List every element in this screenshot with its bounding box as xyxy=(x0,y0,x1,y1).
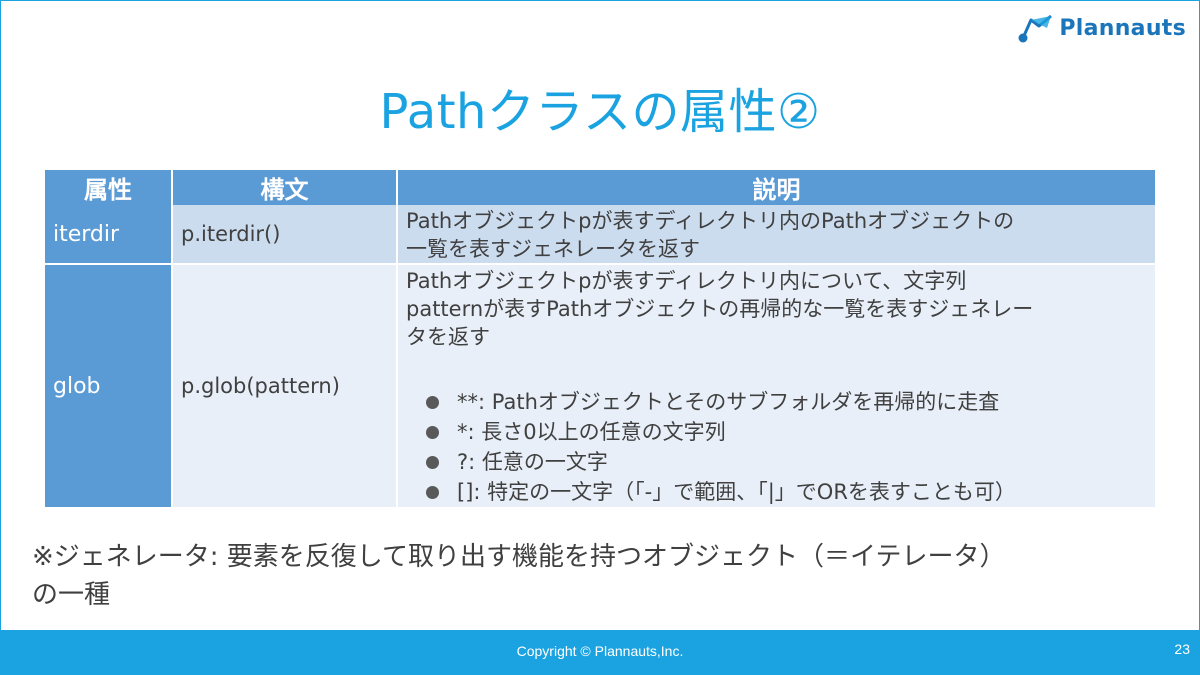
description-line: Pathオブジェクトpが表すディレクトリ内のPathオブジェクトの xyxy=(406,209,1015,233)
description-line: 一覧を表すジェネレータを返す xyxy=(406,237,700,261)
generator-note: ※ジェネレータ: 要素を反復して取り出す機能を持つオブジェクト（＝イテレータ） … xyxy=(32,538,1162,614)
bullet-text: *: 長さ0以上の任意の文字列 xyxy=(457,420,726,444)
attribute-name: iterdir xyxy=(45,205,173,265)
bullet-icon xyxy=(426,485,439,499)
slide-title: Pathクラスの属性② xyxy=(379,84,821,140)
footer-bar: Copyright © Plannauts,Inc. 23 xyxy=(0,630,1200,675)
description-cell: Pathオブジェクトpが表すディレクトリ内について、文字列 patternが表す… xyxy=(397,264,1155,509)
note-line: の一種 xyxy=(32,580,111,610)
table-row: glob p.glob(pattern) Pathオブジェクトpが表すディレクト… xyxy=(45,264,1155,509)
brand-logo: Plannauts xyxy=(1017,12,1186,44)
bullet-icon xyxy=(426,455,439,469)
header-syntax: 構文 xyxy=(172,170,398,205)
description-line: patternが表すPathオブジェクトの再帰的な一覧を表すジェネレー xyxy=(406,297,1034,321)
list-item: *: 長さ0以上の任意の文字列 xyxy=(426,417,1147,447)
copyright-text: Copyright © Plannauts,Inc. xyxy=(516,643,684,659)
table-row: iterdir p.iterdir() Pathオブジェクトpが表すディレクトリ… xyxy=(45,205,1155,265)
pattern-bullet-list: **: Pathオブジェクトとそのサブフォルダを再帰的に走査 *: 長さ0以上の… xyxy=(406,387,1147,507)
attribute-name: glob xyxy=(45,264,173,509)
bullet-text: ?: 任意の一文字 xyxy=(457,450,608,474)
attribute-table: 属性 構文 説明 iterdir p.iterdir() Pathオブジェクトp… xyxy=(45,170,1155,509)
bullet-icon xyxy=(426,395,439,409)
syntax-cell: p.iterdir() xyxy=(172,205,398,265)
note-line: ※ジェネレータ: 要素を反復して取り出す機能を持つオブジェクト（＝イテレータ） xyxy=(32,542,1006,572)
list-item: **: Pathオブジェクトとそのサブフォルダを再帰的に走査 xyxy=(426,387,1147,417)
plannauts-logo-icon xyxy=(1018,14,1053,43)
list-item: []: 特定の一文字（「-」で範囲、「|」でORを表すことも可） xyxy=(426,477,1147,507)
list-item: ?: 任意の一文字 xyxy=(426,447,1147,477)
header-attribute: 属性 xyxy=(45,170,173,205)
description-line: タを返す xyxy=(406,325,490,349)
syntax-cell: p.glob(pattern) xyxy=(172,264,398,509)
description-line: Pathオブジェクトpが表すディレクトリ内について、文字列 xyxy=(406,269,967,293)
description-cell: Pathオブジェクトpが表すディレクトリ内のPathオブジェクトの 一覧を表すジ… xyxy=(397,205,1155,265)
table-header-row: 属性 構文 説明 xyxy=(45,170,1155,205)
logo-text: Plannauts xyxy=(1059,15,1186,41)
page-number: 23 xyxy=(1174,641,1190,657)
bullet-text: **: Pathオブジェクトとそのサブフォルダを再帰的に走査 xyxy=(457,390,1000,414)
bullet-text: []: 特定の一文字（「-」で範囲、「|」でORを表すことも可） xyxy=(457,480,1016,504)
header-description: 説明 xyxy=(397,170,1155,205)
bullet-icon xyxy=(426,425,439,439)
